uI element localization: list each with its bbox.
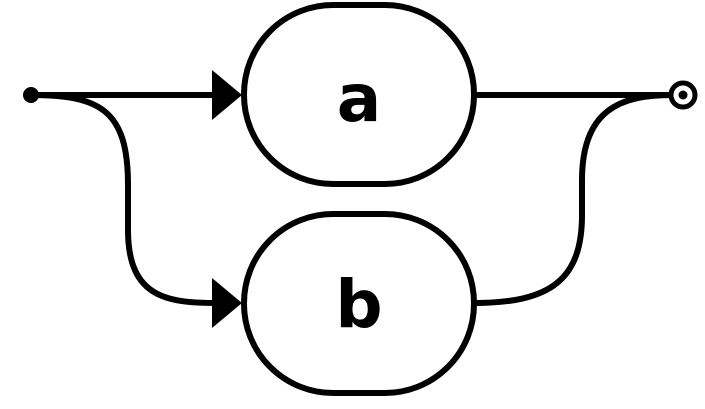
terminal-b: b (241, 211, 477, 396)
terminal-a-label: a (337, 60, 382, 137)
terminal-b-label: b (335, 266, 382, 343)
arrow-to-a (212, 70, 242, 120)
end-node-center (678, 90, 688, 100)
rail-from-b (471, 92, 675, 306)
rail-to-b (28, 92, 223, 306)
terminal-b-box (241, 211, 477, 396)
arrow-to-b (212, 278, 242, 328)
terminal-a-box (241, 2, 477, 187)
terminal-a: a (241, 2, 477, 187)
